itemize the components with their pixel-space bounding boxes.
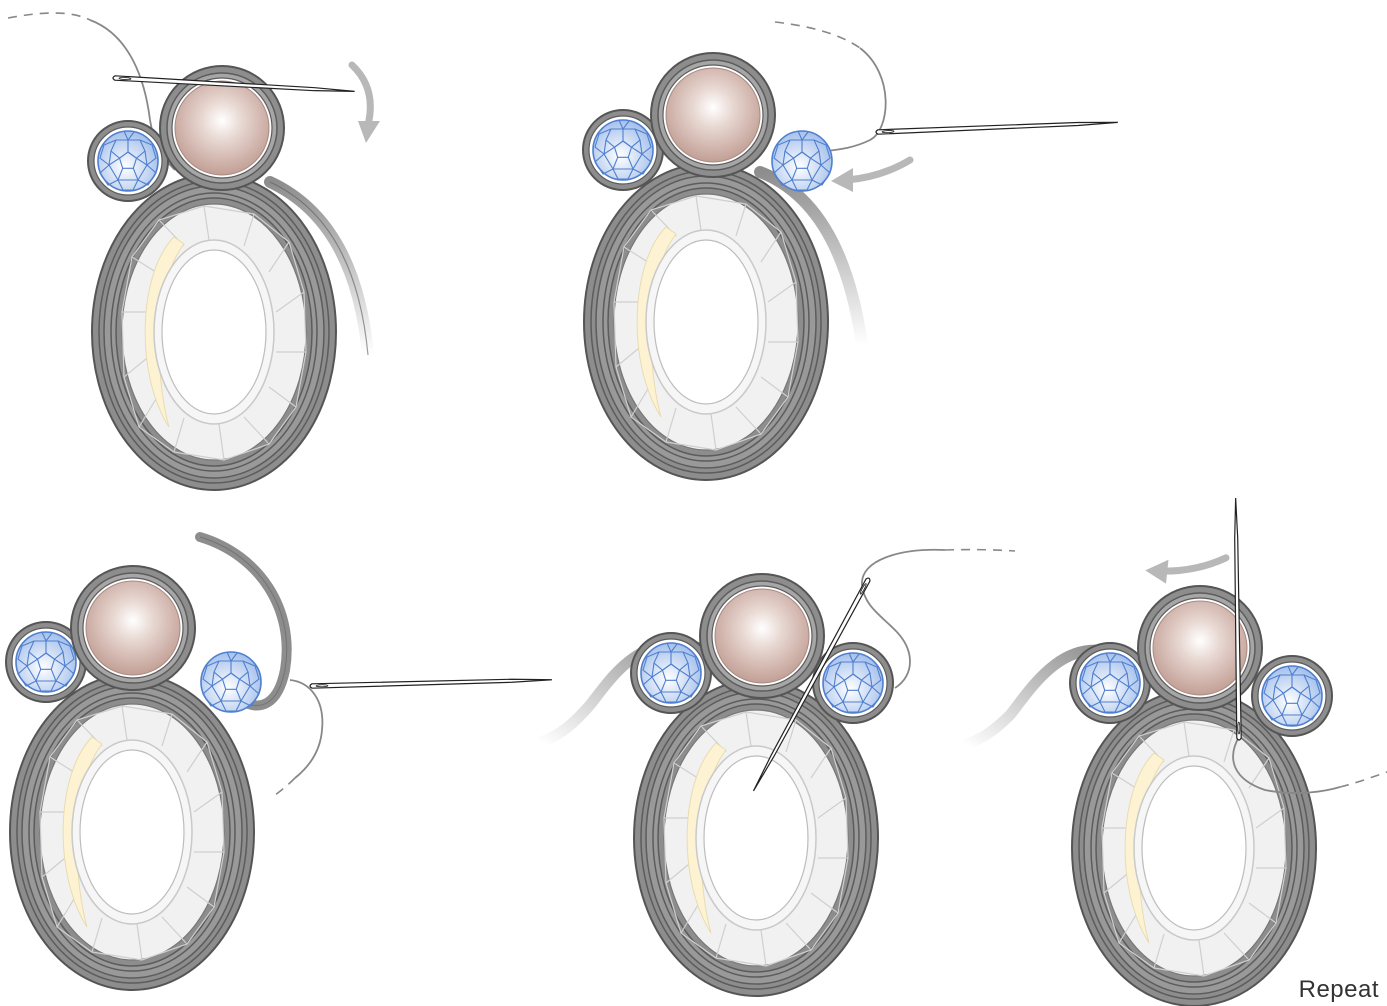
thread-dashed	[1339, 771, 1387, 788]
step-1-diagram	[7, 12, 380, 491]
oval-crystal-stone	[9, 673, 255, 991]
faceted-crystal-bead	[1261, 665, 1323, 727]
pearl-bead	[714, 588, 810, 684]
pearl-bead	[1152, 600, 1248, 696]
oval-crystal-stone	[583, 163, 829, 481]
faceted-crystal-bead	[822, 652, 884, 714]
faceted-crystal-bead	[771, 130, 833, 192]
pearl-bead	[665, 67, 761, 163]
step-2-diagram	[582, 21, 1119, 481]
repeat-caption: Repeat	[1298, 976, 1379, 1003]
pearl-bead	[85, 580, 181, 676]
direction-arrow	[352, 65, 380, 143]
direction-arrow	[831, 160, 910, 192]
oval-crystal-stone	[1071, 689, 1317, 1006]
needle	[875, 119, 1119, 135]
step-4-diagram	[534, 548, 1016, 997]
thread	[861, 548, 946, 689]
direction-arrow	[1144, 550, 1226, 590]
oval-crystal-stone	[91, 173, 337, 491]
thread-dashed	[7, 12, 91, 21]
faceted-crystal-bead	[640, 642, 702, 704]
faceted-crystal-bead	[592, 119, 654, 181]
needle	[309, 676, 553, 689]
faceted-crystal-bead	[1079, 652, 1141, 714]
faceted-crystal-bead	[97, 130, 159, 192]
oval-crystal-stone	[633, 679, 879, 997]
faceted-crystal-bead	[200, 651, 262, 713]
thread-dashed	[274, 777, 296, 796]
thread	[819, 47, 887, 153]
step-5-diagram	[959, 497, 1387, 1006]
thread	[1232, 734, 1341, 794]
pearl-bead	[174, 80, 270, 176]
thread-dashed	[774, 21, 861, 49]
soutache-cord-tail	[959, 644, 1116, 751]
thread-dashed	[944, 548, 1016, 552]
step-3-diagram	[5, 532, 553, 991]
faceted-crystal-bead	[15, 631, 77, 693]
thread	[289, 679, 324, 779]
